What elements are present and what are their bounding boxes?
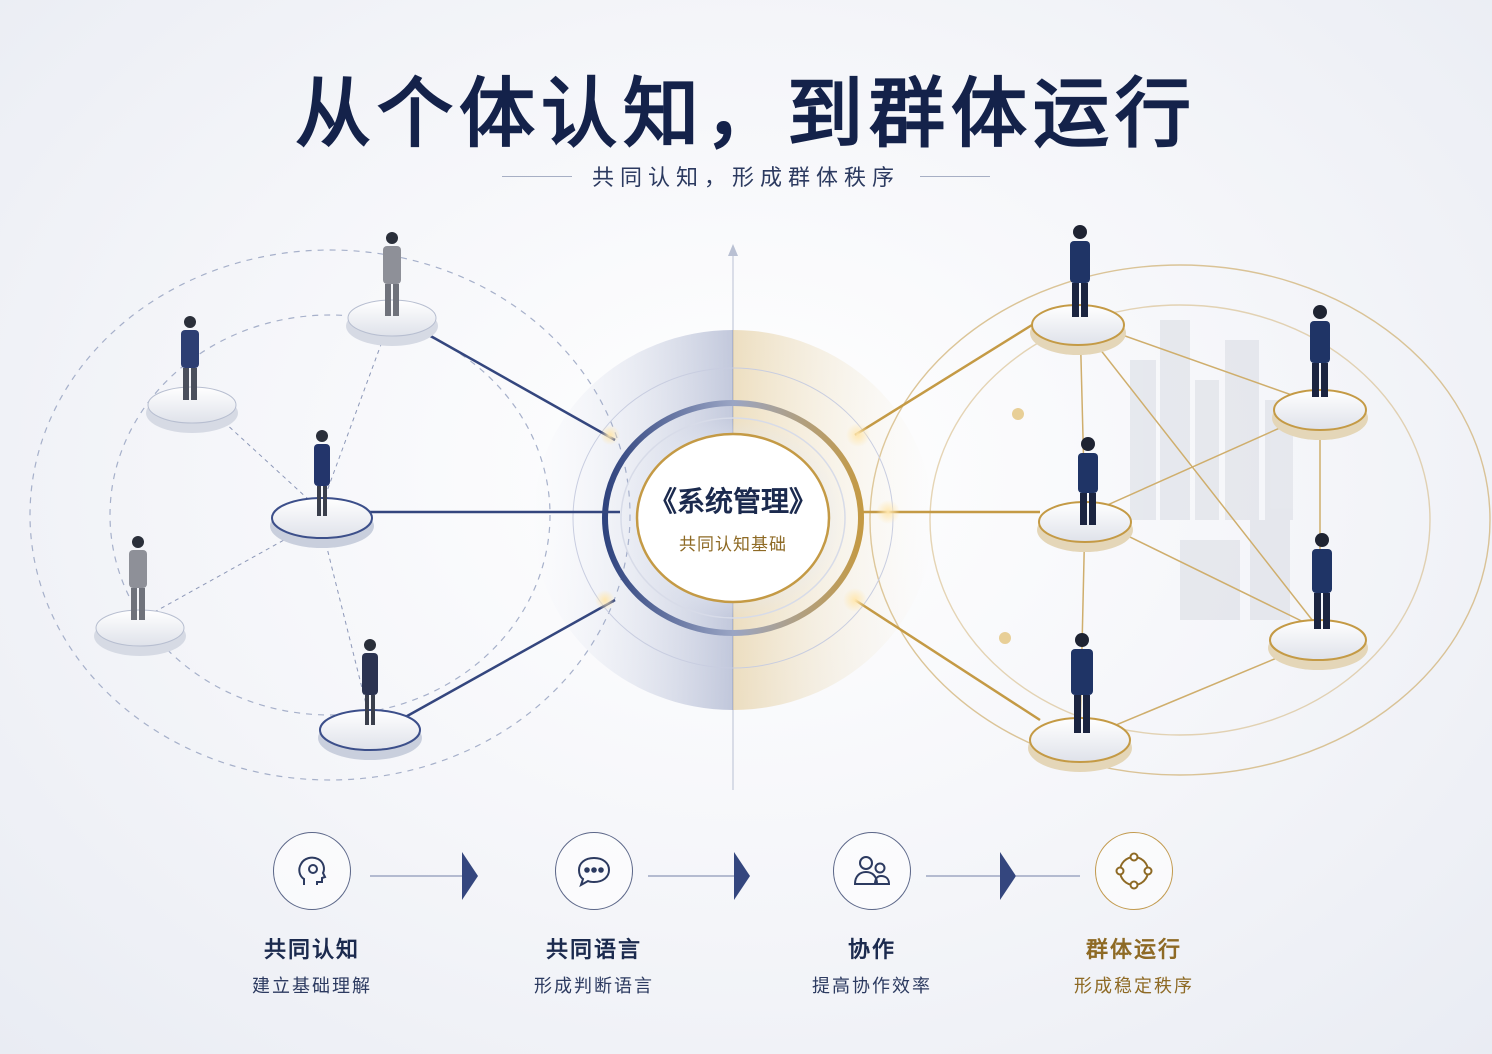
person-figure — [314, 430, 330, 516]
hub — [572, 367, 894, 669]
left-connections — [350, 328, 620, 722]
city-backdrop — [1130, 320, 1293, 620]
pedestal — [1028, 717, 1132, 772]
person-figure — [383, 232, 401, 316]
pedestal — [1272, 389, 1368, 440]
subtitle-rule-right — [920, 175, 990, 177]
subtitle-rule-left — [501, 175, 572, 177]
people-icon — [833, 832, 911, 910]
glow-dots — [595, 408, 1024, 644]
step-label: 共同语言 — [545, 937, 642, 963]
pedestal — [1037, 501, 1133, 552]
cycle-icon — [1095, 832, 1173, 910]
person-figure — [362, 639, 378, 725]
right-pedestals — [1028, 304, 1368, 772]
step-arrow-icon — [1000, 852, 1016, 900]
hub-subtitle: 共同认知基础 — [679, 535, 787, 555]
head-brain-icon — [273, 832, 351, 910]
step-arrow-icon — [734, 852, 750, 900]
person-figure — [181, 316, 199, 400]
step-label: 共同认知 — [263, 937, 360, 963]
hub-title: 《系统管理》 — [648, 485, 817, 518]
person-figure — [1070, 225, 1090, 317]
step-label: 群体运行 — [1085, 937, 1182, 963]
step-desc: 建立基础理解 — [252, 976, 372, 997]
person-figure — [1312, 533, 1332, 629]
pedestal — [94, 609, 186, 656]
person-figure — [1078, 437, 1098, 525]
step-collaboration: 协作 提高协作效率 — [772, 832, 972, 998]
people-figures — [129, 225, 1332, 733]
step-desc: 形成稳定秩序 — [1074, 976, 1194, 997]
pedestal — [146, 386, 238, 433]
step-shared-language: 共同语言 形成判断语言 — [494, 832, 694, 998]
step-label: 协作 — [847, 937, 896, 963]
pedestal — [346, 299, 438, 346]
step-connectors — [370, 852, 1080, 900]
axis-arrow-icon — [728, 244, 738, 256]
step-arrow-icon — [462, 852, 478, 900]
step-group-operation: 群体运行 形成稳定秩序 — [1034, 832, 1234, 998]
speech-bubble-icon — [555, 832, 633, 910]
pedestal — [1268, 619, 1368, 670]
person-figure — [1071, 633, 1093, 733]
hub-label: 《系统管理》 共同认知基础 — [600, 480, 866, 555]
step-shared-cognition: 共同认知 建立基础理解 — [212, 832, 412, 998]
pedestal — [270, 497, 374, 548]
subtitle-row: 共同认知，形成群体秩序 — [0, 160, 1492, 192]
pedestal — [318, 709, 422, 760]
person-figure — [1310, 305, 1330, 397]
page-title: 从个体认知，到群体运行 — [295, 69, 1197, 158]
left-pedestals — [94, 299, 438, 760]
step-desc: 提高协作效率 — [812, 976, 932, 997]
person-figure — [129, 536, 147, 620]
step-desc: 形成判断语言 — [534, 976, 654, 997]
page-subtitle: 共同认知，形成群体秩序 — [591, 166, 900, 191]
